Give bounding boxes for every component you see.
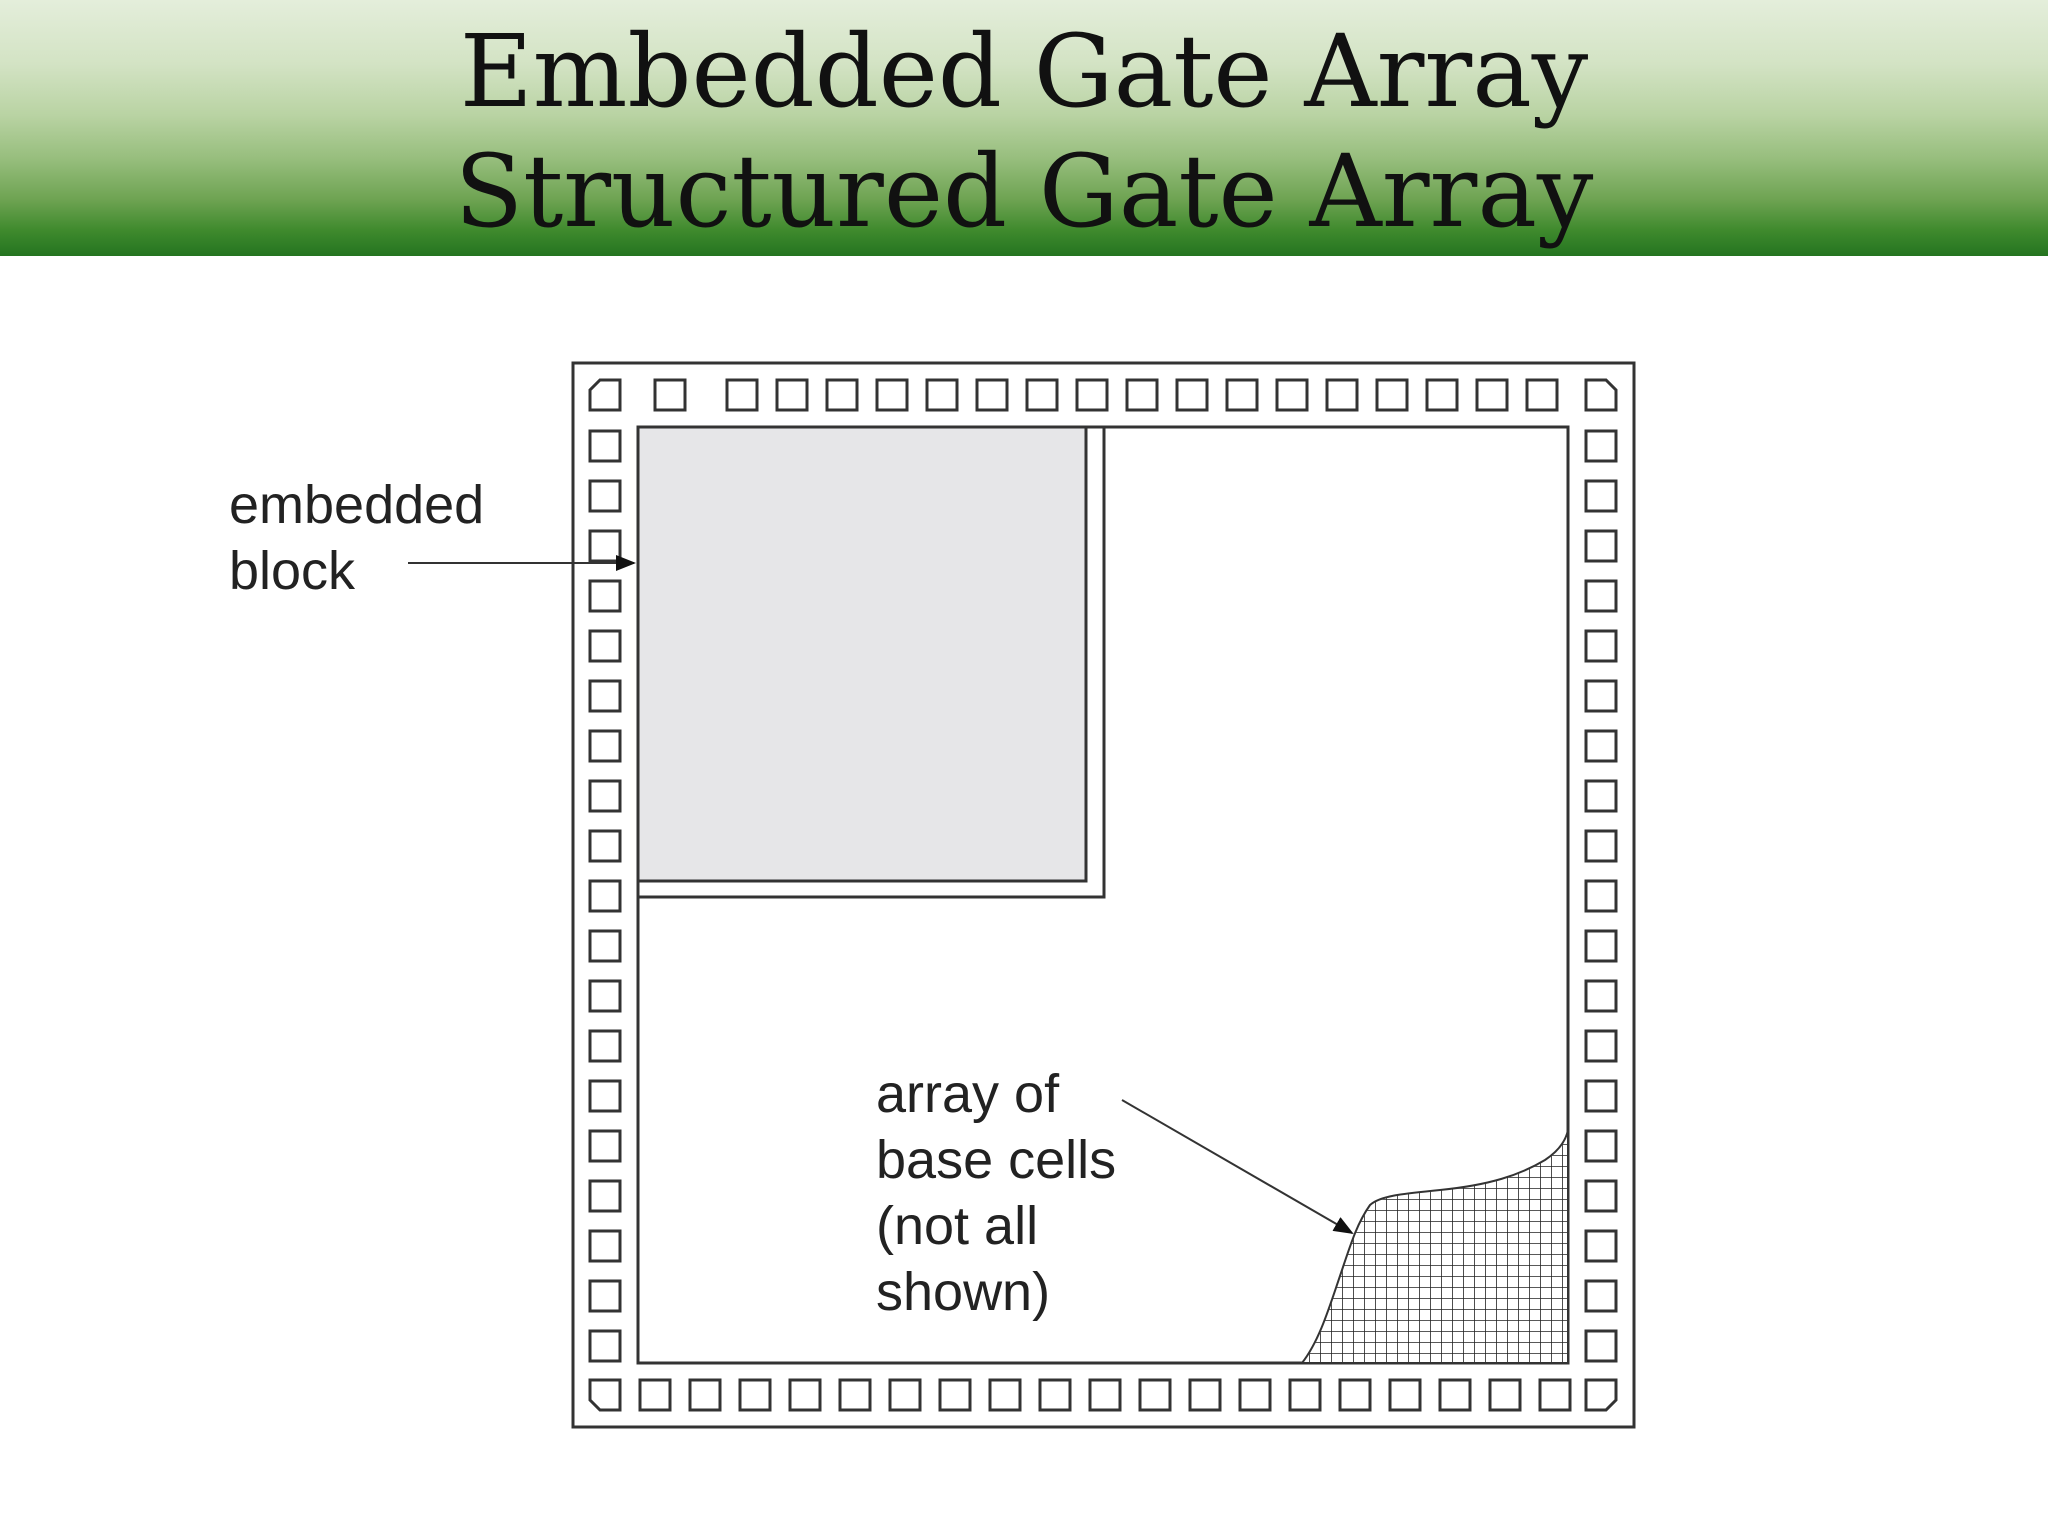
io-pad-top-3 <box>825 378 859 412</box>
io-pad-bottom-15 <box>1388 1378 1422 1412</box>
embedded-block-label-line-1: embedded <box>229 475 484 535</box>
io-pad-top-4 <box>875 378 909 412</box>
io-pad-right-3 <box>1584 579 1618 613</box>
io-pad-left-1 <box>588 479 622 513</box>
io-pad-bottom-7 <box>988 1378 1022 1412</box>
base-cells-arrow <box>1121 1099 1354 1235</box>
io-pad-right-8 <box>1584 829 1618 863</box>
io-pad-top-16 <box>1475 378 1509 412</box>
io-pad-bottom-10 <box>1138 1378 1172 1412</box>
io-pad-right-6 <box>1584 729 1618 763</box>
io-pad-top-11 <box>1225 378 1259 412</box>
io-pad-left-0 <box>588 429 622 463</box>
embedded-block-label-line-2: block <box>229 541 356 601</box>
io-pad-top-12 <box>1275 378 1309 412</box>
io-pad-left-4 <box>588 629 622 663</box>
slide-title-line-2: Structured Gate Array <box>454 133 1594 250</box>
io-pad-left-14 <box>588 1129 622 1163</box>
io-pad-top-17 <box>1525 378 1559 412</box>
io-pad-bottom-14 <box>1338 1378 1372 1412</box>
io-pad-top-10 <box>1175 378 1209 412</box>
io-pad-top-14 <box>1375 378 1409 412</box>
io-pad-left-9 <box>588 879 622 913</box>
io-pad-bottom-9 <box>1088 1378 1122 1412</box>
io-pad-top-13 <box>1325 378 1359 412</box>
io-pad-left-13 <box>588 1079 622 1113</box>
base-cell-array <box>1300 1129 1568 1363</box>
io-pad-bottom-0 <box>638 1378 672 1412</box>
io-pad-left-10 <box>588 929 622 963</box>
io-pad-right-16 <box>1584 1229 1618 1263</box>
io-pad-right-2 <box>1584 529 1618 563</box>
io-pad-right-0 <box>1584 429 1618 463</box>
io-pad-top-1 <box>725 378 759 412</box>
io-pad-corner-bottom-right <box>1584 1378 1618 1412</box>
io-pad-right-9 <box>1584 879 1618 913</box>
io-pad-right-15 <box>1584 1179 1618 1213</box>
io-pad-corner-top-right <box>1584 378 1618 412</box>
io-pad-left-6 <box>588 729 622 763</box>
io-pad-top-9 <box>1125 378 1159 412</box>
io-pad-left-2 <box>588 529 622 563</box>
base-cells-label-line-3: (not all <box>876 1196 1038 1256</box>
io-pad-bottom-1 <box>688 1378 722 1412</box>
io-pad-bottom-6 <box>938 1378 972 1412</box>
io-pad-left-3 <box>588 579 622 613</box>
io-pad-top-2 <box>775 378 809 412</box>
io-pad-bottom-2 <box>738 1378 772 1412</box>
io-pad-ring <box>588 378 1618 1412</box>
io-pad-top-0 <box>653 378 687 412</box>
io-pad-bottom-4 <box>838 1378 872 1412</box>
io-pad-bottom-8 <box>1038 1378 1072 1412</box>
io-pad-corner-bottom-left <box>588 1378 622 1412</box>
io-pad-left-17 <box>588 1279 622 1313</box>
io-pad-right-5 <box>1584 679 1618 713</box>
io-pad-left-7 <box>588 779 622 813</box>
io-pad-top-5 <box>925 378 959 412</box>
io-pad-right-14 <box>1584 1129 1618 1163</box>
io-pad-right-7 <box>1584 779 1618 813</box>
io-pad-right-18 <box>1584 1329 1618 1363</box>
io-pad-bottom-17 <box>1488 1378 1522 1412</box>
io-pad-left-16 <box>588 1229 622 1263</box>
io-pad-top-15 <box>1425 378 1459 412</box>
io-pad-left-12 <box>588 1029 622 1063</box>
io-pad-bottom-16 <box>1438 1378 1472 1412</box>
io-pad-right-11 <box>1584 979 1618 1013</box>
io-pad-left-5 <box>588 679 622 713</box>
io-pad-right-12 <box>1584 1029 1618 1063</box>
io-pad-left-15 <box>588 1179 622 1213</box>
io-pad-left-8 <box>588 829 622 863</box>
io-pad-right-13 <box>1584 1079 1618 1113</box>
io-pad-corner-top-left <box>588 378 622 412</box>
io-pad-left-18 <box>588 1329 622 1363</box>
slide-title-line-1: Embedded Gate Array <box>459 13 1589 130</box>
io-pad-bottom-5 <box>888 1378 922 1412</box>
base-cells-label-line-4: shown) <box>876 1262 1050 1322</box>
embedded-block <box>636 425 1088 883</box>
io-pad-bottom-3 <box>788 1378 822 1412</box>
title-banner: Embedded Gate Array Structured Gate Arra… <box>0 0 2048 256</box>
io-pad-bottom-13 <box>1288 1378 1322 1412</box>
io-pad-top-8 <box>1075 378 1109 412</box>
io-pad-left-11 <box>588 979 622 1013</box>
base-cells-label-line-1: array of <box>876 1064 1060 1124</box>
io-pad-bottom-12 <box>1238 1378 1272 1412</box>
io-pad-right-10 <box>1584 929 1618 963</box>
io-pad-right-1 <box>1584 479 1618 513</box>
io-pad-right-17 <box>1584 1279 1618 1313</box>
io-pad-top-7 <box>1025 378 1059 412</box>
io-pad-top-6 <box>975 378 1009 412</box>
io-pad-bottom-18 <box>1538 1378 1572 1412</box>
io-pad-bottom-11 <box>1188 1378 1222 1412</box>
base-cells-label-line-2: base cells <box>876 1130 1116 1190</box>
io-pad-right-4 <box>1584 629 1618 663</box>
